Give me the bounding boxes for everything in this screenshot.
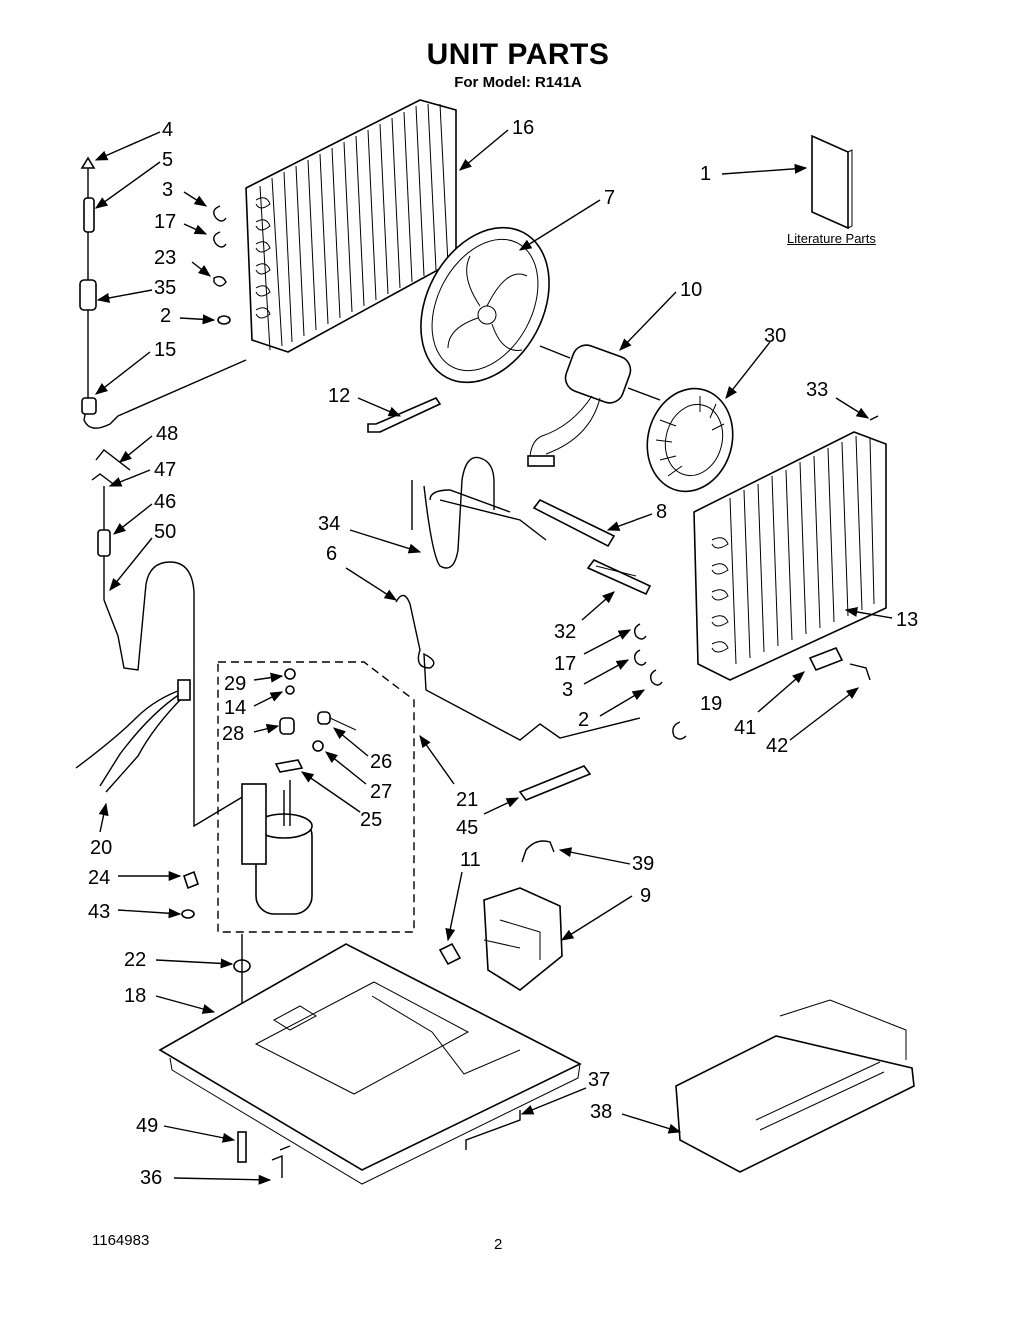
compressor-bracket (438, 887, 563, 991)
callout-41: 41 (734, 717, 756, 739)
callout-37: 37 (588, 1069, 610, 1091)
page-title: UNIT PARTS (426, 38, 610, 71)
callout-45: 45 (456, 817, 478, 839)
callout-leaders (94, 129, 893, 1185)
compressor-kit-outline (217, 661, 415, 933)
callout-30: 30 (764, 325, 786, 347)
literature-parts-label: Literature Parts (787, 231, 876, 246)
fan-shroud (420, 226, 550, 384)
thermostat-sensor (79, 156, 247, 600)
callout-33: 33 (806, 379, 828, 401)
callout-10: 10 (680, 279, 702, 301)
grille-plate (518, 765, 592, 801)
capillary-line (395, 594, 641, 741)
compressor (241, 780, 313, 915)
model-subtitle: For Model: R141A (454, 74, 582, 91)
suction-tube (411, 456, 547, 569)
callout-21: 21 (456, 789, 478, 811)
callout-34: 34 (318, 513, 340, 535)
callout-46: 46 (154, 491, 176, 513)
callout-4: 4 (162, 119, 173, 141)
drain-clip (465, 1110, 521, 1150)
jumper-wire (521, 840, 555, 863)
callout-3: 3 (162, 179, 173, 201)
thermistor-probe (367, 397, 442, 433)
callout-36: 36 (140, 1167, 162, 1189)
callout-16: 16 (512, 117, 534, 139)
callout-27: 27 (370, 781, 392, 803)
compressor-hardware (274, 668, 357, 773)
fan-motor (527, 344, 661, 467)
callout-24: 24 (88, 867, 110, 889)
callout-26: 26 (370, 751, 392, 773)
callout-18: 18 (124, 985, 146, 1007)
callout-2: 2 (160, 305, 171, 327)
base-pan (158, 943, 582, 1185)
callout-43: 43 (88, 901, 110, 923)
callout-2b: 2 (578, 709, 589, 731)
callout-12: 12 (328, 385, 350, 407)
callout-50: 50 (154, 521, 176, 543)
insulation-tubes (532, 498, 652, 596)
page-number: 2 (494, 1236, 503, 1253)
callout-15: 15 (154, 339, 176, 361)
callout-47: 47 (154, 459, 176, 481)
callout-19: 19 (700, 693, 722, 715)
callout-9: 9 (640, 885, 651, 907)
mounting-hardware (181, 870, 291, 1178)
callout-23: 23 (154, 247, 176, 269)
callout-3b: 3 (562, 679, 573, 701)
callout-32: 32 (554, 621, 576, 643)
callout-1: 1 (700, 163, 711, 185)
retaining-clips (213, 205, 879, 740)
callout-8: 8 (656, 501, 667, 523)
wire-harness (75, 679, 191, 793)
callout-35: 35 (154, 277, 176, 299)
callout-29: 29 (224, 673, 246, 695)
callout-20: 20 (90, 837, 112, 859)
evaporator-coil (693, 431, 887, 681)
callout-11: 11 (460, 849, 481, 871)
callout-28: 28 (222, 723, 244, 745)
document-number: 1164983 (92, 1232, 150, 1249)
literature-booklet (811, 134, 853, 230)
callout-49: 49 (136, 1115, 158, 1137)
callout-17b: 17 (554, 653, 576, 675)
callout-48: 48 (156, 423, 178, 445)
callout-17: 17 (154, 211, 176, 233)
callout-numbers: 4 5 3 17 23 35 2 15 48 47 46 50 16 7 1 1… (88, 117, 918, 1189)
callout-38: 38 (590, 1101, 612, 1123)
drain-tray (675, 999, 915, 1173)
callout-5: 5 (162, 149, 173, 171)
callout-39: 39 (632, 853, 654, 875)
callout-14: 14 (224, 697, 246, 719)
callout-7: 7 (604, 187, 615, 209)
callout-22: 22 (124, 949, 146, 971)
callout-42: 42 (766, 735, 788, 757)
callout-6: 6 (326, 543, 337, 565)
callout-25: 25 (360, 809, 382, 831)
discharge-tubing (103, 561, 245, 828)
blower-wheel (646, 387, 734, 493)
callout-13: 13 (896, 609, 918, 631)
